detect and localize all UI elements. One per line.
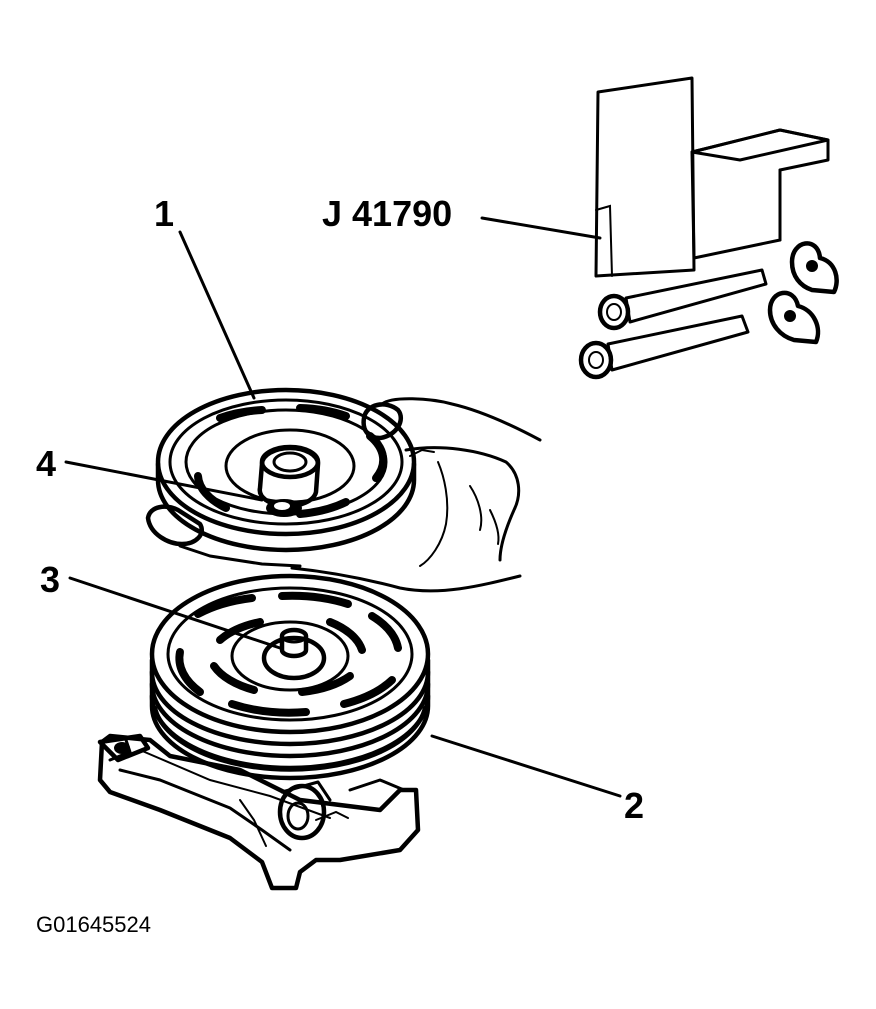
leader-4 — [64, 460, 264, 502]
tool-fixture — [594, 76, 830, 278]
leader-tool — [480, 216, 602, 240]
tool-bolt-upper — [597, 268, 768, 331]
tool-bolt-lower — [578, 314, 750, 380]
compressor-body — [97, 733, 421, 891]
figure-id: G01645524 — [36, 912, 151, 937]
hub-key — [266, 499, 302, 517]
pulley — [149, 573, 431, 781]
leader-2 — [430, 734, 622, 798]
tool-wing-nut-upper — [789, 241, 839, 295]
leader-1 — [178, 230, 256, 400]
leader-lines — [64, 216, 622, 798]
callout-3: 3 — [40, 559, 60, 600]
technician-hand — [145, 397, 542, 593]
leader-3 — [68, 576, 282, 650]
mounting-bolt — [277, 780, 332, 841]
compressor-shaft — [279, 627, 309, 659]
clutch-plate — [155, 387, 417, 553]
tool-wing-nut-lower — [767, 290, 821, 345]
callout-2: 2 — [624, 785, 644, 826]
callout-1: 1 — [154, 193, 174, 234]
callout-4: 4 — [36, 443, 56, 484]
callout-tool: J 41790 — [322, 193, 452, 234]
mounting-ear — [97, 733, 151, 763]
